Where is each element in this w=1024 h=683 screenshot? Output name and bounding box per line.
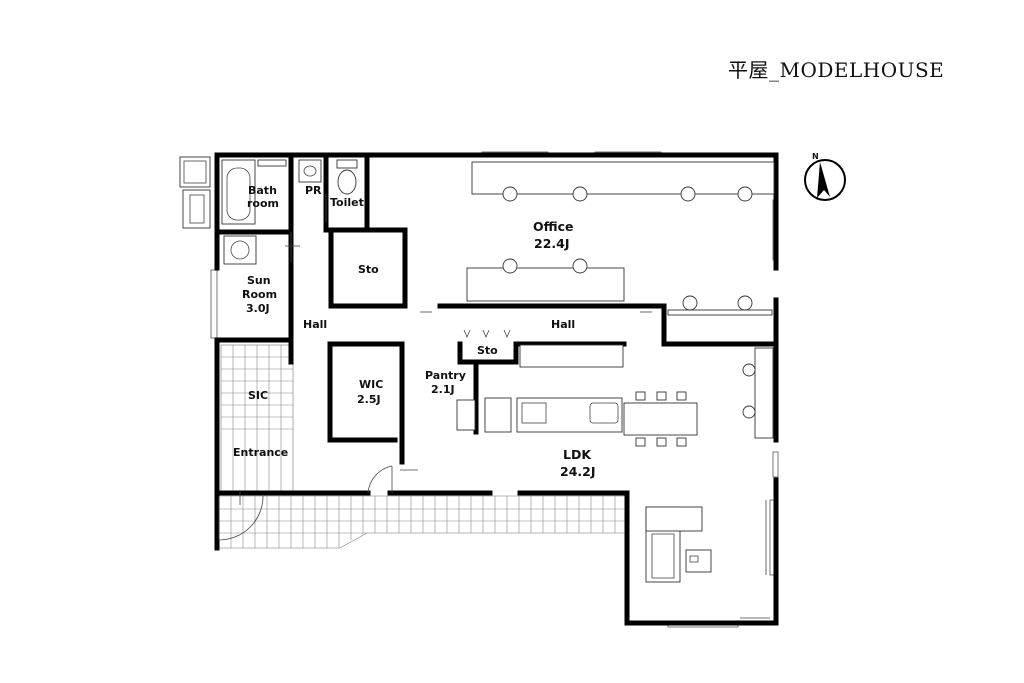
ldk-label: LDK (563, 447, 592, 462)
office-desk-corner (667, 295, 773, 316)
toilet-icon (336, 159, 358, 195)
dining-table-icon (623, 391, 698, 447)
hall-left-label: Hall (303, 318, 327, 331)
washing-machine-icon (223, 235, 257, 265)
bathroom-label-line2: room (247, 197, 279, 210)
sun-room-label-line2: Room (242, 288, 277, 301)
north-compass-icon: N (804, 152, 846, 201)
bathtub-icon (221, 159, 287, 225)
doors (218, 194, 393, 541)
wic-label: WIC (359, 378, 383, 391)
kitchen-counter (456, 344, 624, 433)
powder-room-label: PR (305, 184, 322, 197)
pantry-label: Pantry (425, 369, 466, 382)
walls (214, 152, 779, 626)
sun-room-label-line1: Sun (247, 274, 271, 287)
entrance-tile-pattern (220, 344, 294, 496)
compass-letter: N (812, 152, 819, 161)
storage-upper-label: Sto (358, 263, 379, 276)
office-desk-lower (466, 258, 625, 302)
office-desk-upper (471, 161, 775, 202)
storage-lower-label: Sto (477, 344, 498, 357)
outdoor-unit-icon (179, 156, 211, 229)
terrace-tile-pattern (218, 495, 626, 549)
hall-main-label: Hall (551, 318, 575, 331)
bathroom-label-line1: Bath (248, 184, 277, 197)
washbasin-icon (298, 159, 322, 183)
wall-seats (742, 347, 774, 439)
toilet-label: Toilet (330, 196, 364, 209)
office-size: 22.4J (534, 236, 570, 251)
sun-room-size: 3.0J (246, 302, 270, 315)
ldk-size: 24.2J (560, 464, 596, 479)
coffee-table-icon (685, 549, 712, 573)
entrance-label: Entrance (233, 446, 288, 459)
sliding-door (740, 500, 770, 619)
room-labels: Bath room PR Toilet Office 22.4J Sto Sun… (233, 184, 596, 479)
page-title: 平屋_MODELHOUSE (728, 58, 945, 82)
sofa-icon (645, 506, 703, 583)
vent-markers (239, 245, 652, 505)
office-label: Office (533, 219, 573, 234)
pantry-size: 2.1J (431, 383, 455, 396)
wic-size: 2.5J (357, 393, 381, 406)
sic-label: SIC (248, 389, 268, 402)
